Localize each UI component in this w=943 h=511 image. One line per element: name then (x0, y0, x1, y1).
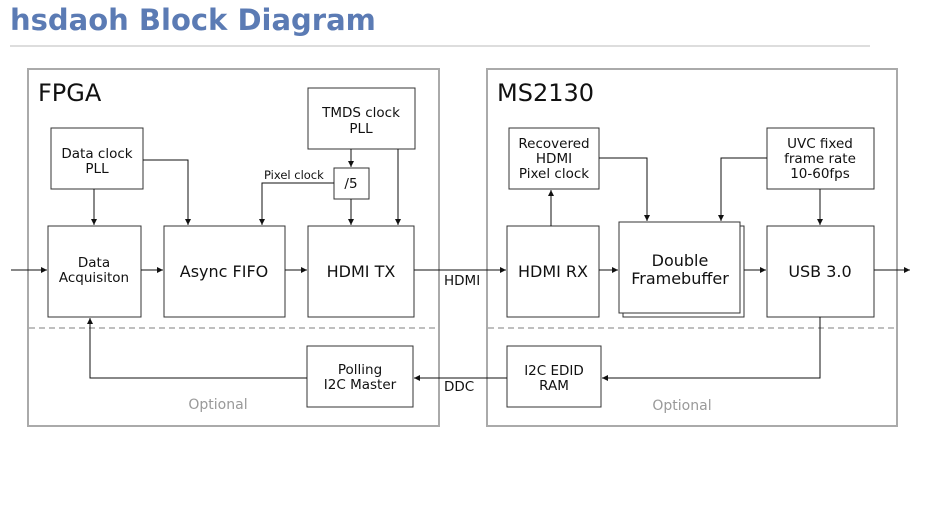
arrow-polling-to-acquisition (87, 318, 307, 379)
tmds-clock-pll-block: TMDS clock PLL (307, 87, 416, 150)
usb3-label: USB 3.0 (788, 262, 851, 281)
arrow-pixelclk-to-fifo (259, 182, 334, 225)
connector-arrows (11, 149, 910, 381)
arrow-uvc-to-framebuffer (718, 157, 767, 221)
slide-title: hsdaoh Block Diagram (10, 3, 376, 37)
ddc-link-label: DDC (444, 379, 474, 395)
i2c-edid-ram-block: I2C EDID RAM (506, 345, 602, 408)
hdmi-rx-block: HDMI RX (506, 225, 600, 318)
divider-block: /5 (333, 167, 370, 200)
data-acquisition-line1: Data (78, 255, 110, 271)
recovered-clock-block: Recovered HDMI Pixel clock (508, 127, 600, 190)
i2c-edid-ram-line1: I2C EDID (524, 363, 584, 379)
recovered-clock-line1: Recovered (518, 136, 589, 152)
hdmi-tx-block: HDMI TX (307, 225, 415, 318)
uvc-rate-line2: frame rate (784, 151, 856, 167)
fpga-panel: FPGA Optional (27, 68, 440, 427)
usb3-block: USB 3.0 (766, 225, 875, 318)
async-fifo-label: Async FIFO (180, 262, 269, 281)
ms2130-optional-label: Optional (652, 398, 711, 414)
recovered-clock-line3: Pixel clock (519, 166, 589, 182)
data-clock-pll-block: Data clock PLL (50, 127, 144, 190)
polling-i2c-master-block: Polling I2C Master (306, 345, 414, 408)
uvc-rate-block: UVC fixed frame rate 10-60fps (766, 127, 875, 190)
hdmi-rx-label: HDMI RX (518, 262, 588, 281)
ms2130-label: MS2130 (497, 79, 594, 107)
fpga-optional-label: Optional (188, 397, 247, 413)
double-framebuffer-line2: Framebuffer (631, 269, 729, 288)
recovered-clock-line2: HDMI (536, 151, 572, 167)
uvc-rate-line1: UVC fixed (787, 136, 853, 152)
async-fifo-block: Async FIFO (163, 225, 286, 318)
polling-i2c-master-line2: I2C Master (324, 377, 397, 393)
arrow-recovered-to-framebuffer (599, 157, 650, 221)
arrow-dataclk-to-fifo (143, 159, 191, 225)
data-clock-pll-line2: PLL (85, 161, 109, 177)
hdmi-tx-label: HDMI TX (327, 262, 396, 281)
pixel-clock-label: Pixel clock (264, 168, 324, 182)
ms2130-panel: MS2130 Optional (486, 68, 898, 427)
arrow-usb-to-edid (602, 317, 821, 381)
double-framebuffer-block: Double Framebuffer (618, 221, 745, 318)
double-framebuffer-line1: Double (652, 251, 709, 270)
tmds-clock-pll-line2: PLL (349, 121, 373, 137)
divider-label: /5 (344, 176, 357, 192)
tmds-clock-pll-line1: TMDS clock (321, 105, 400, 121)
data-acquisition-block: Data Acquisiton (47, 225, 142, 318)
data-clock-pll-line1: Data clock (61, 146, 132, 162)
i2c-edid-ram-line2: RAM (539, 378, 569, 394)
uvc-rate-line3: 10-60fps (790, 166, 850, 182)
polling-i2c-master-line1: Polling (338, 362, 382, 378)
data-acquisition-line2: Acquisiton (59, 270, 129, 286)
hdmi-link-label: HDMI (444, 273, 480, 289)
fpga-label: FPGA (38, 79, 102, 107)
